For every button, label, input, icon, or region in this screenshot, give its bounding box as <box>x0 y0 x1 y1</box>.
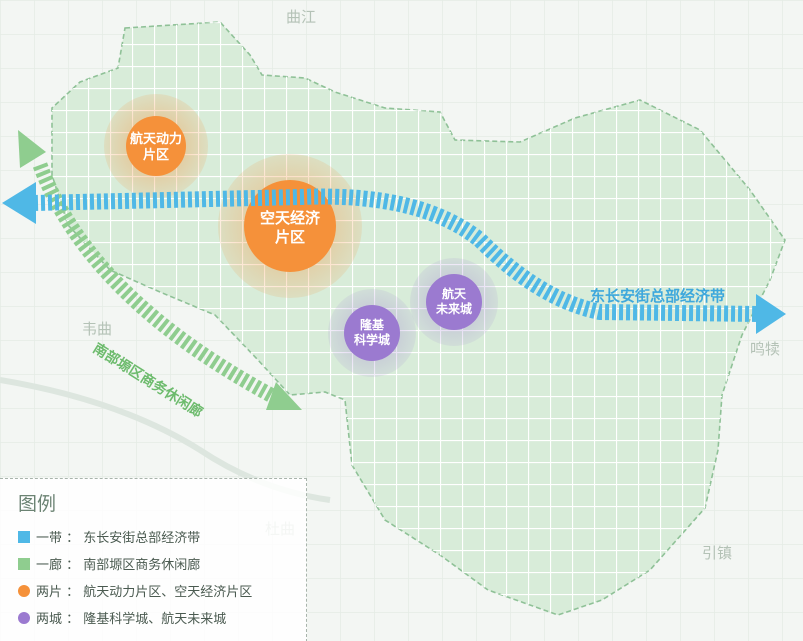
place-mingdu: 鸣犊 <box>750 340 781 358</box>
zone-space-future-label: 航天 未来城 <box>435 287 472 316</box>
zone-longi-label: 隆基 科学城 <box>353 318 390 347</box>
legend-tag: 两城 <box>36 612 63 627</box>
legend-tag: 一廊 <box>36 558 63 573</box>
legend-tag: 一带 <box>36 531 63 546</box>
legend-title: 图例 <box>18 493 57 515</box>
legend-item-zones: 两片 ： 航天动力片区、空天经济片区 <box>18 581 252 600</box>
legend: 图例 一带 ： 东长安街总部经济带 一廊 ： 南部塬区商务休闲廊 两片 ： 航天… <box>0 478 307 641</box>
band-arrow <box>2 182 786 334</box>
zone-aerospace-economy-label: 空天经济 片区 <box>259 209 320 246</box>
legend-swatch-band <box>18 530 30 543</box>
legend-text: 隆基科学城、航天未来城 <box>83 612 227 627</box>
legend-item-cities: 两城 ： 隆基科学城、航天未来城 <box>18 608 226 627</box>
place-qujiang: 曲江 <box>286 8 317 26</box>
legend-tag: 两片 <box>36 585 63 600</box>
legend-separator: ： <box>62 558 84 573</box>
legend-item-band: 一带 ： 东长安街总部经济带 <box>18 527 200 546</box>
zone-longi-circles <box>328 289 416 377</box>
legend-separator: ： <box>62 612 84 627</box>
legend-separator: ： <box>62 531 84 546</box>
place-yinzhen: 引镇 <box>702 544 733 562</box>
legend-separator: ： <box>62 585 84 600</box>
band-label: 东长安街总部经济带 <box>590 287 726 305</box>
legend-text: 航天动力片区、空天经济片区 <box>83 585 253 600</box>
legend-swatch-cities <box>18 611 30 624</box>
legend-text: 南部塬区商务休闲廊 <box>83 558 201 573</box>
legend-text: 东长安街总部经济带 <box>83 531 201 546</box>
legend-item-corridor: 一廊 ： 南部塬区商务休闲廊 <box>18 554 200 573</box>
legend-swatch-corridor <box>18 557 30 570</box>
place-weiqu: 韦曲 <box>82 320 113 338</box>
legend-swatch-zones <box>18 584 30 597</box>
zone-space-power-label: 航天动力 片区 <box>129 132 182 164</box>
zone-space-future-circles <box>410 258 498 346</box>
zone-space-power-circles <box>104 94 208 198</box>
